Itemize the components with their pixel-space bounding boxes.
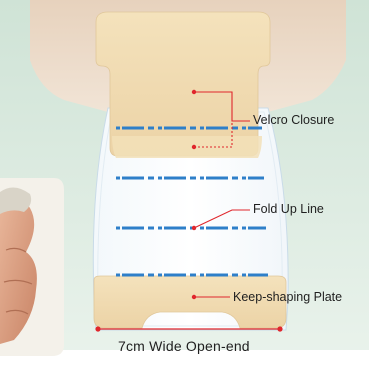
label-velcro-closure: Velcro Closure: [253, 114, 334, 127]
label-keep-shaping-plate: Keep-shaping Plate: [233, 291, 342, 304]
velcro-strip: [112, 136, 262, 158]
velcro-tab: [96, 12, 270, 156]
label-open-end: 7cm Wide Open-end: [118, 339, 250, 353]
label-fold-up-line: Fold Up Line: [253, 203, 324, 216]
inset-hand-photo: [0, 178, 64, 356]
